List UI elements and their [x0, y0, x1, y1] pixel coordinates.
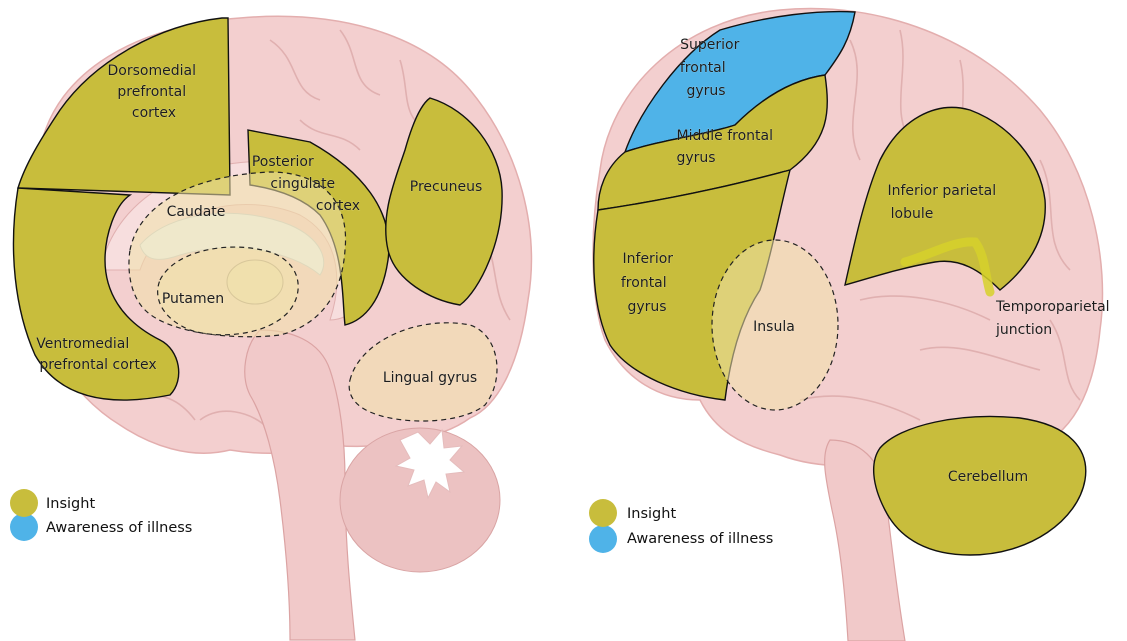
label-caudate: Caudate	[167, 204, 226, 220]
legend-label-insight: Insight	[46, 496, 95, 512]
legend-label-awareness: Awareness of illness	[46, 520, 192, 536]
label-insula: Insula	[753, 319, 795, 335]
lateral-brain-view: Superior frontal gyrus Middle frontal gy…	[589, 8, 1114, 641]
medial-brain-view: Dorsomedial prefrontal cortex Posterior …	[10, 16, 531, 640]
region-dorsomedial-prefrontal-cortex[interactable]	[18, 18, 230, 195]
label-precuneus: Precuneus	[410, 179, 482, 195]
legend-swatch-insight	[589, 499, 617, 527]
legend-left: Insight Awareness of illness	[10, 489, 192, 541]
legend-swatch-awareness	[10, 513, 38, 541]
region-cerebellum[interactable]	[874, 417, 1086, 555]
legend-label-insight: Insight	[627, 506, 676, 522]
label-putamen: Putamen	[162, 291, 224, 307]
legend-label-awareness: Awareness of illness	[627, 531, 773, 547]
legend-swatch-insight	[10, 489, 38, 517]
legend-right: Insight Awareness of illness	[589, 499, 773, 553]
label-cerebellum: Cerebellum	[948, 469, 1028, 485]
label-lingual-gyrus: Lingual gyrus	[383, 370, 477, 386]
legend-swatch-awareness	[589, 525, 617, 553]
thalamus	[227, 260, 283, 304]
